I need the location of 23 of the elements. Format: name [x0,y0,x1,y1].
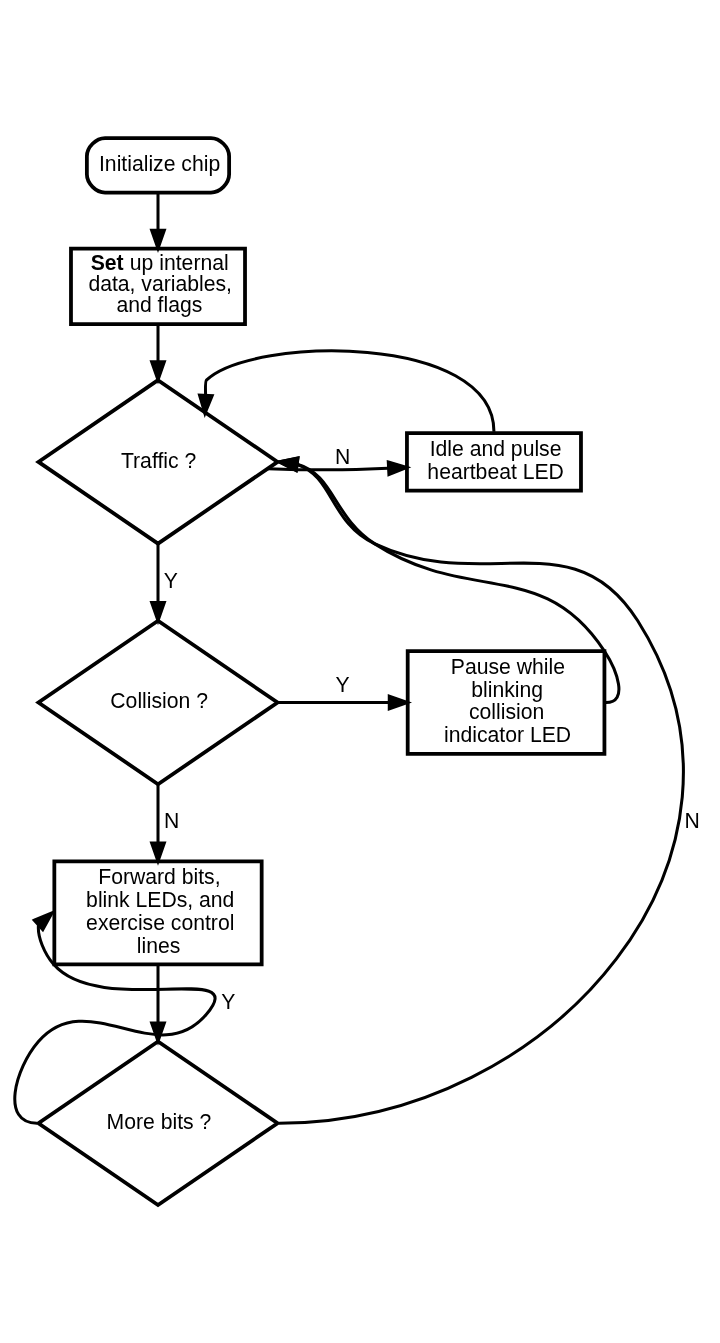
arrow [149,324,167,385]
node-box: Forward bits, blink LEDs, and exercise control lines [52,859,264,967]
edge-label: N [684,809,700,833]
edge-label: N [163,809,180,833]
arrow [277,694,412,711]
node-box: Pause while blinking collision indicator LED [405,649,607,756]
node-diamond: More bits ? [35,1039,281,1208]
arrow [149,784,167,866]
node-diamond: Collision ? [35,618,281,787]
node-box: Initialize chip [85,136,231,195]
arrow [149,543,167,626]
edge-label: Y [335,673,350,697]
arrow [267,459,412,477]
node-box: Idle and pulse heartbeat LED [405,431,583,493]
node-diamond: Traffic ? [35,377,281,546]
arrow [149,193,167,253]
arrow [197,349,496,432]
arrow [149,964,167,1046]
edge-label: Y [163,568,178,592]
node-box: Set up internal data, variables, and flags [69,246,247,327]
edge-label: N [334,444,351,468]
arrow [13,909,216,1125]
edge-label: Y [221,989,236,1013]
